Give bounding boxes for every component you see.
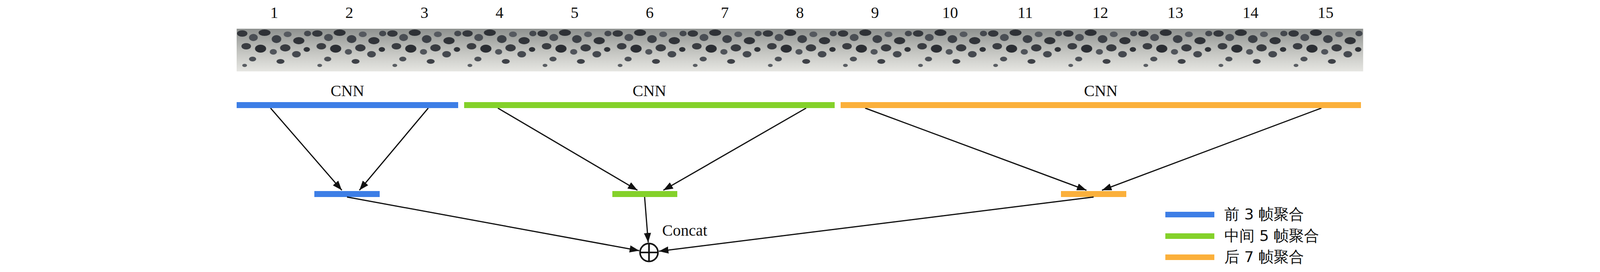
- connector-line: [1101, 107, 1322, 191]
- connector-line: [644, 196, 649, 243]
- concat-node: Concat: [639, 242, 659, 263]
- connector-line: [658, 196, 1094, 251]
- feature-bar: CNN: [464, 101, 835, 108]
- connector: [270, 107, 640, 251]
- connector-line: [347, 196, 640, 251]
- frame-number: 3: [420, 3, 429, 23]
- frame-number: 7: [720, 3, 729, 23]
- connector-line: [663, 107, 806, 191]
- frame-number: 1: [270, 3, 279, 23]
- connector-line: [498, 107, 638, 191]
- frame-number: 13: [1167, 3, 1184, 23]
- frame-number: 5: [570, 3, 579, 23]
- legend-text: 中间 5 帧聚合: [1224, 226, 1320, 246]
- connector: [658, 107, 1322, 251]
- frame-number: 12: [1092, 3, 1109, 23]
- concat-label: Concat: [662, 220, 708, 240]
- cnn-label: CNN: [632, 81, 667, 101]
- connector-line: [359, 107, 429, 191]
- concat-symbol: [639, 242, 659, 263]
- cnn-label: CNN: [1084, 81, 1118, 101]
- frame-number: 6: [645, 3, 654, 23]
- legend-swatch: [1165, 254, 1215, 260]
- frame-number: 11: [1017, 3, 1034, 23]
- feature-bar: CNN: [840, 101, 1361, 108]
- legend-swatch: [1165, 211, 1215, 218]
- connector-line: [270, 107, 342, 191]
- legend-text: 前 3 帧聚合: [1224, 205, 1304, 224]
- frame-number: 4: [495, 3, 504, 23]
- legend-swatch: [1165, 233, 1215, 239]
- connector: [498, 107, 807, 243]
- cnn-label: CNN: [330, 81, 365, 101]
- frame-number: 9: [870, 3, 879, 23]
- legend-text: 后 7 帧聚合: [1224, 247, 1304, 267]
- frame-number: 14: [1242, 3, 1259, 23]
- frame-number: 10: [942, 3, 959, 23]
- frame-number: 8: [796, 3, 804, 23]
- frame-number: 2: [345, 3, 354, 23]
- frame-number: 15: [1317, 3, 1334, 23]
- feature-bar: CNN: [236, 101, 459, 108]
- connector-line: [864, 107, 1087, 191]
